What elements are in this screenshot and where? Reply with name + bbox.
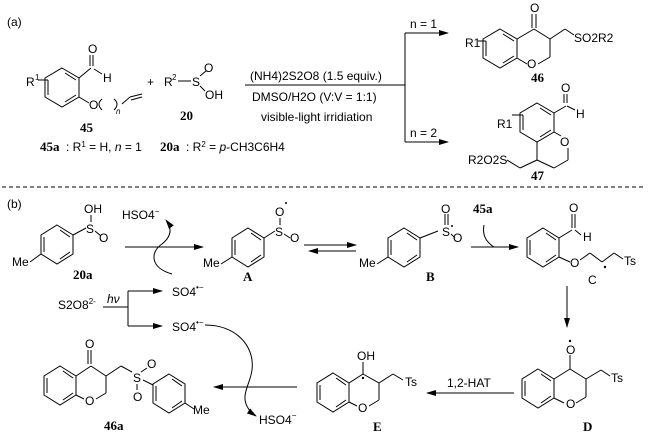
- product-46: O O SO2R2 R1 46: [465, 1, 614, 85]
- svg-text:O: O: [133, 390, 142, 404]
- svg-text:O: O: [358, 401, 367, 415]
- compound-20-label: 20: [180, 108, 193, 123]
- svg-text:O: O: [275, 205, 284, 219]
- radical-A-label: A: [243, 269, 253, 284]
- svg-text:S: S: [442, 225, 450, 239]
- panel-a-label: (a): [7, 15, 22, 29]
- radical-C: O H O Ts C: [526, 201, 636, 287]
- persulfate: S2O82-: [58, 297, 96, 312]
- product-46a: O O S O O Me 46a: [43, 337, 210, 433]
- svg-text:1: 1: [35, 73, 40, 82]
- branch-label-n1: n = 1: [410, 17, 437, 31]
- product-46-label: 46: [531, 70, 545, 85]
- svg-text:O: O: [147, 357, 156, 371]
- svg-text:Ts: Ts: [611, 371, 623, 385]
- condition-solvent: DMSO/H2O (V:V = 1:1): [252, 90, 377, 104]
- svg-text:H: H: [103, 71, 112, 85]
- example-45a-id: 45a: [40, 139, 60, 154]
- hso4-top: HSO4−: [122, 207, 160, 222]
- svg-text:SO2R2: SO2R2: [574, 31, 614, 45]
- example-20a-id: 20a: [160, 139, 180, 154]
- svg-text:O: O: [453, 231, 462, 245]
- radical-D-label: D: [583, 419, 592, 434]
- product-46a-label: 46a: [104, 418, 124, 433]
- product-47: O H O R2O2S R1 47: [468, 81, 585, 183]
- radical-D: O O Ts D: [521, 339, 623, 434]
- svg-text:O: O: [566, 397, 575, 411]
- svg-text:R: R: [164, 75, 173, 89]
- svg-text:S: S: [133, 371, 141, 385]
- svg-text:S: S: [86, 222, 94, 236]
- compound-45: O H O n R 1 45: [26, 42, 143, 135]
- svg-text:O: O: [560, 135, 569, 149]
- curved-arrow-hso4: [153, 219, 174, 275]
- compound-45-label: 45: [80, 120, 94, 135]
- product-47-label: 47: [531, 168, 545, 183]
- hat-label: 1,2-HAT: [447, 376, 491, 390]
- radical-dot: [285, 202, 287, 204]
- hv-label: hν: [107, 292, 120, 306]
- radical-B: S O O Me B: [359, 202, 462, 284]
- curved-arrow-so4-to-hso4: [204, 324, 257, 417]
- svg-text:O: O: [99, 231, 108, 245]
- svg-text:O: O: [290, 231, 299, 245]
- svg-text:O: O: [569, 201, 578, 215]
- svg-text:OH: OH: [205, 88, 223, 102]
- svg-text:Me: Me: [203, 256, 220, 270]
- svg-text:R: R: [26, 75, 35, 89]
- example-45a-text: : R1 = H, n = 1: [66, 140, 142, 154]
- svg-text:S: S: [275, 225, 283, 239]
- reagent-45a: 45a: [473, 201, 493, 216]
- svg-text:O: O: [89, 98, 98, 112]
- svg-text:2: 2: [172, 73, 177, 82]
- example-20a-text: : R2 = p-CH3C6H4: [186, 140, 285, 154]
- branch-label-n2: n = 2: [410, 126, 437, 140]
- radical-E-label: E: [373, 419, 382, 434]
- condition-light: visible-light irridiation: [261, 110, 372, 124]
- svg-text:Me: Me: [359, 256, 376, 270]
- compound-20: R 2 S O OH 20: [164, 61, 223, 123]
- svg-text:R1: R1: [497, 117, 513, 131]
- svg-text:O: O: [570, 256, 579, 270]
- radical-A: S O O Me A: [203, 202, 299, 284]
- svg-text:Ts: Ts: [405, 375, 417, 389]
- svg-text:H: H: [583, 230, 592, 244]
- svg-text:OH: OH: [84, 202, 102, 216]
- svg-text:n: n: [116, 107, 121, 116]
- radical-E: OH O Ts E: [316, 349, 417, 434]
- curved-arrow-45a: [483, 224, 495, 248]
- svg-text:O: O: [527, 57, 536, 71]
- compound-20a-label: 20a: [73, 267, 93, 282]
- sulfate-radical-2: SO4•−: [172, 318, 204, 334]
- hso4-bottom: HSO4−: [259, 411, 297, 427]
- svg-text:R2O2S: R2O2S: [468, 153, 507, 167]
- plus-sign: +: [147, 75, 154, 89]
- svg-text:O: O: [88, 42, 97, 56]
- radical-C-label: C: [588, 273, 597, 287]
- radical-B-label: B: [426, 269, 435, 284]
- svg-text:O: O: [85, 394, 94, 408]
- svg-text:O: O: [561, 81, 570, 95]
- svg-text:Me: Me: [12, 255, 29, 269]
- sulfate-radical-1: SO4•−: [172, 283, 204, 299]
- svg-text:O: O: [530, 1, 539, 15]
- svg-text:Ts: Ts: [624, 254, 636, 268]
- svg-text:O: O: [85, 337, 94, 351]
- svg-text:OH: OH: [357, 349, 375, 363]
- condition-reagent: (NH4)2S2O8 (1.5 equiv.): [250, 69, 382, 83]
- svg-text:O: O: [441, 202, 450, 216]
- svg-text:H: H: [576, 107, 585, 121]
- svg-text:O: O: [566, 343, 575, 357]
- svg-text:O: O: [204, 61, 213, 75]
- svg-text:S: S: [192, 75, 200, 89]
- compound-20a: S OH O Me 20a: [12, 202, 108, 282]
- panel-b-label: (b): [7, 197, 22, 211]
- svg-text:Me: Me: [193, 403, 210, 417]
- svg-text:R1: R1: [465, 36, 481, 50]
